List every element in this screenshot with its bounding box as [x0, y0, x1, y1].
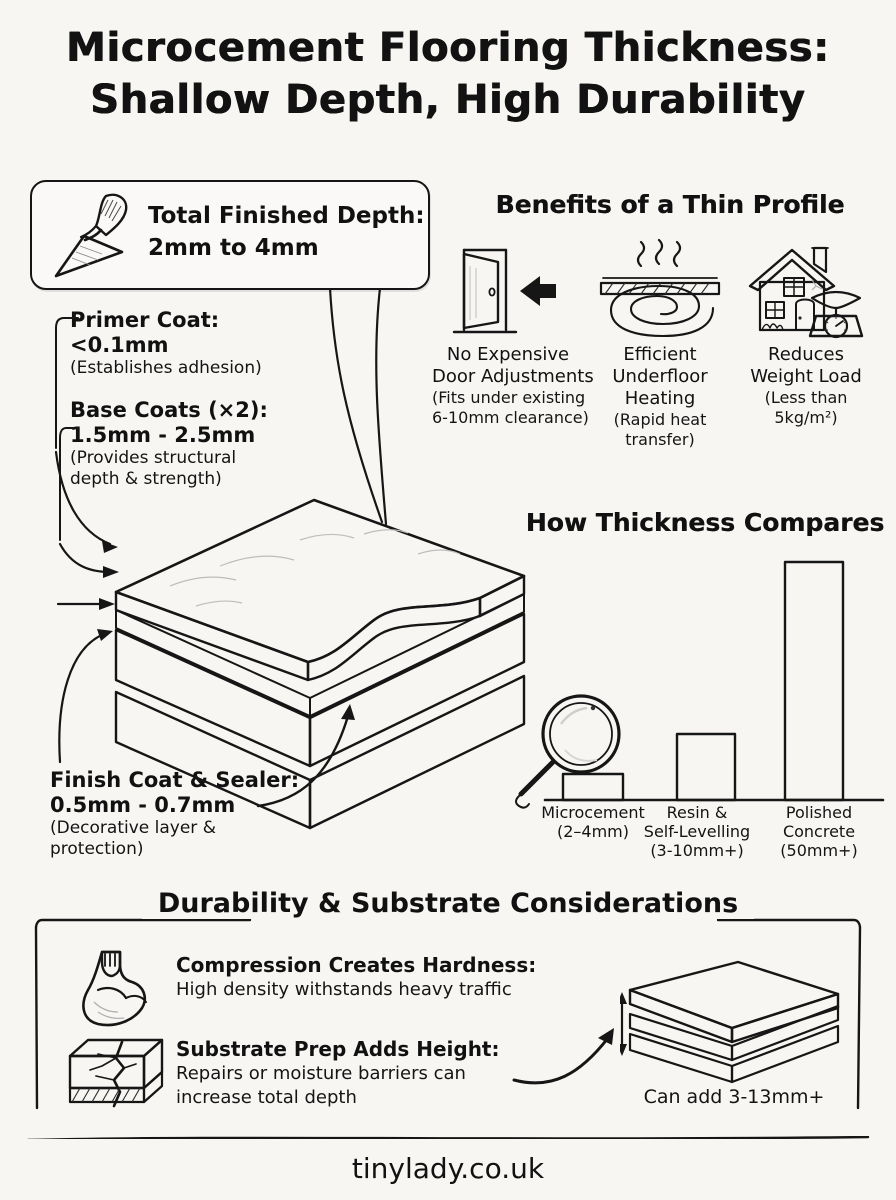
benefit-1-note-2: transfer) [625, 430, 695, 449]
tick-1-line-1: Resin & [666, 803, 728, 822]
open-door-icon [432, 228, 584, 340]
benefit-weight-load: Reduces Weight Load (Less than 5kg/m²) [730, 228, 882, 428]
footer-url: tinylady.co.uk [351, 1152, 545, 1185]
benefit-1-line-2: Underfloor [612, 366, 708, 387]
benefit-1-note-1: (Rapid heat [613, 410, 707, 429]
bar-resin-self-levelling [675, 732, 737, 802]
durability-panel: Durability & Substrate Considerations [28, 888, 868, 1116]
base-note-1: (Provides structural [70, 448, 237, 468]
page-title: Microcement Flooring Thickness: Shallow … [0, 22, 896, 126]
finish-note-1: (Decorative layer & [50, 818, 216, 838]
tick-1-line-3: (3-10mm+) [650, 841, 744, 860]
thickness-compare-chart: Microcement (2–4mm) Resin & Self-Levelli… [505, 548, 891, 878]
benefits-heading: Benefits of a Thin Profile [495, 190, 845, 219]
benefit-caption: No Expensive Door Adjustments (Fits unde… [432, 344, 594, 428]
bar-microcement [561, 772, 625, 802]
trowel-icon [54, 193, 128, 278]
panel-heading: Durability & Substrate Considerations [28, 888, 868, 919]
point-1-detail-2: increase total depth [176, 1087, 357, 1108]
benefit-1-line-3: Heating [624, 388, 696, 409]
stack-base-coat-layer [114, 612, 526, 768]
finish-value: 0.5mm - 0.7mm [50, 793, 236, 817]
chart-tick-microcement: Microcement (2–4mm) [511, 803, 675, 841]
callout-line-2: 2mm to 4mm [148, 235, 319, 261]
benefit-2-line-1: Reduces [768, 344, 844, 365]
benefit-2-note-1: (Less than [764, 388, 848, 407]
flexed-bicep-icon [82, 950, 147, 1027]
layer-label-base-coats: Base Coats (×2): 1.5mm - 2.5mm (Provides… [70, 398, 268, 490]
benefit-0-note-1: (Fits under existing [432, 388, 586, 407]
chart-tick-polished-concrete: Polished Concrete (50mm+) [757, 803, 881, 860]
benefit-0-line-1: No Expensive [446, 344, 570, 365]
primer-value: <0.1mm [70, 333, 169, 357]
point-1-heading: Substrate Prep Adds Height: [176, 1037, 500, 1061]
benefit-door-adjustments: No Expensive Door Adjustments (Fits unde… [432, 228, 594, 428]
base-name: Base Coats (×2): [70, 398, 268, 422]
panel-heading-text: Durability & Substrate Considerations [141, 888, 755, 919]
finish-name: Finish Coat & Sealer: [50, 768, 300, 792]
bar-chart-plot [515, 560, 885, 809]
underfloor-heating-coil-icon [584, 228, 736, 340]
callout-text: Total Finished Depth: 2mm to 4mm [148, 200, 425, 264]
title-line-1: Microcement Flooring Thickness: [66, 25, 830, 71]
finish-note-2: protection) [50, 839, 144, 859]
tick-0-line-1: Microcement [541, 803, 645, 822]
panel-border [34, 918, 862, 1110]
footer-divider [27, 1136, 870, 1139]
tick-2-line-1: Polished [785, 803, 853, 822]
slab-caption: Can add 3-13mm+ [643, 1086, 825, 1108]
durability-point-substrate-prep: Substrate Prep Adds Height: Repairs or m… [176, 1036, 500, 1110]
primer-note: (Establishes adhesion) [70, 358, 262, 378]
point-0-detail-1: High density withstands heavy traffic [176, 979, 512, 1000]
layered-slab-icon [620, 960, 840, 1084]
benefit-caption: Reduces Weight Load (Less than 5kg/m²) [730, 344, 882, 428]
total-depth-callout: Total Finished Depth: 2mm to 4mm [30, 180, 430, 290]
point-0-heading: Compression Creates Hardness: [176, 953, 537, 977]
bar-polished-concrete [783, 560, 845, 802]
benefit-caption: Efficient Underfloor Heating (Rapid heat… [584, 344, 736, 450]
tick-2-line-2: Concrete [782, 822, 856, 841]
chart-tick-resin: Resin & Self-Levelling (3-10mm+) [631, 803, 763, 860]
magnifier-icon [515, 694, 621, 809]
benefit-0-note-2: 6-10mm clearance) [432, 408, 589, 427]
layered-stack-diagram [114, 498, 526, 830]
base-value: 1.5mm - 2.5mm [70, 423, 256, 447]
point-1-detail-1: Repairs or moisture barriers can [176, 1063, 466, 1084]
benefit-0-line-2: Door Adjustments [432, 366, 594, 387]
stack-substrate-layer [114, 674, 526, 830]
stack-finish-coat-layer [114, 498, 526, 682]
primer-name: Primer Coat: [70, 308, 220, 332]
house-on-scale-icon [730, 228, 882, 340]
layer-label-finish-coat: Finish Coat & Sealer: 0.5mm - 0.7mm (Dec… [50, 768, 299, 860]
tick-0-line-2: (2–4mm) [556, 822, 629, 841]
title-line-2: Shallow Depth, High Durability [90, 77, 806, 123]
benefit-underfloor-heating: Efficient Underfloor Heating (Rapid heat… [584, 228, 736, 450]
durability-point-compression: Compression Creates Hardness: High densi… [176, 952, 536, 1002]
layer-label-primer: Primer Coat: <0.1mm (Establishes adhesio… [70, 308, 262, 379]
tick-1-line-2: Self-Levelling [643, 822, 751, 841]
callout-line-1: Total Finished Depth: [148, 203, 425, 229]
benefit-1-line-1: Efficient [623, 344, 697, 365]
tick-2-line-3: (50mm+) [780, 841, 858, 860]
compare-chart-title: How Thickness Compares [525, 508, 885, 537]
benefit-2-line-2: Weight Load [750, 366, 862, 387]
base-note-2: depth & strength) [70, 469, 222, 489]
benefit-2-note-2: 5kg/m²) [774, 408, 838, 427]
stack-primer-layer [115, 593, 525, 717]
substrate-arrow [512, 1028, 614, 1085]
cracked-slab-icon [68, 1038, 164, 1108]
